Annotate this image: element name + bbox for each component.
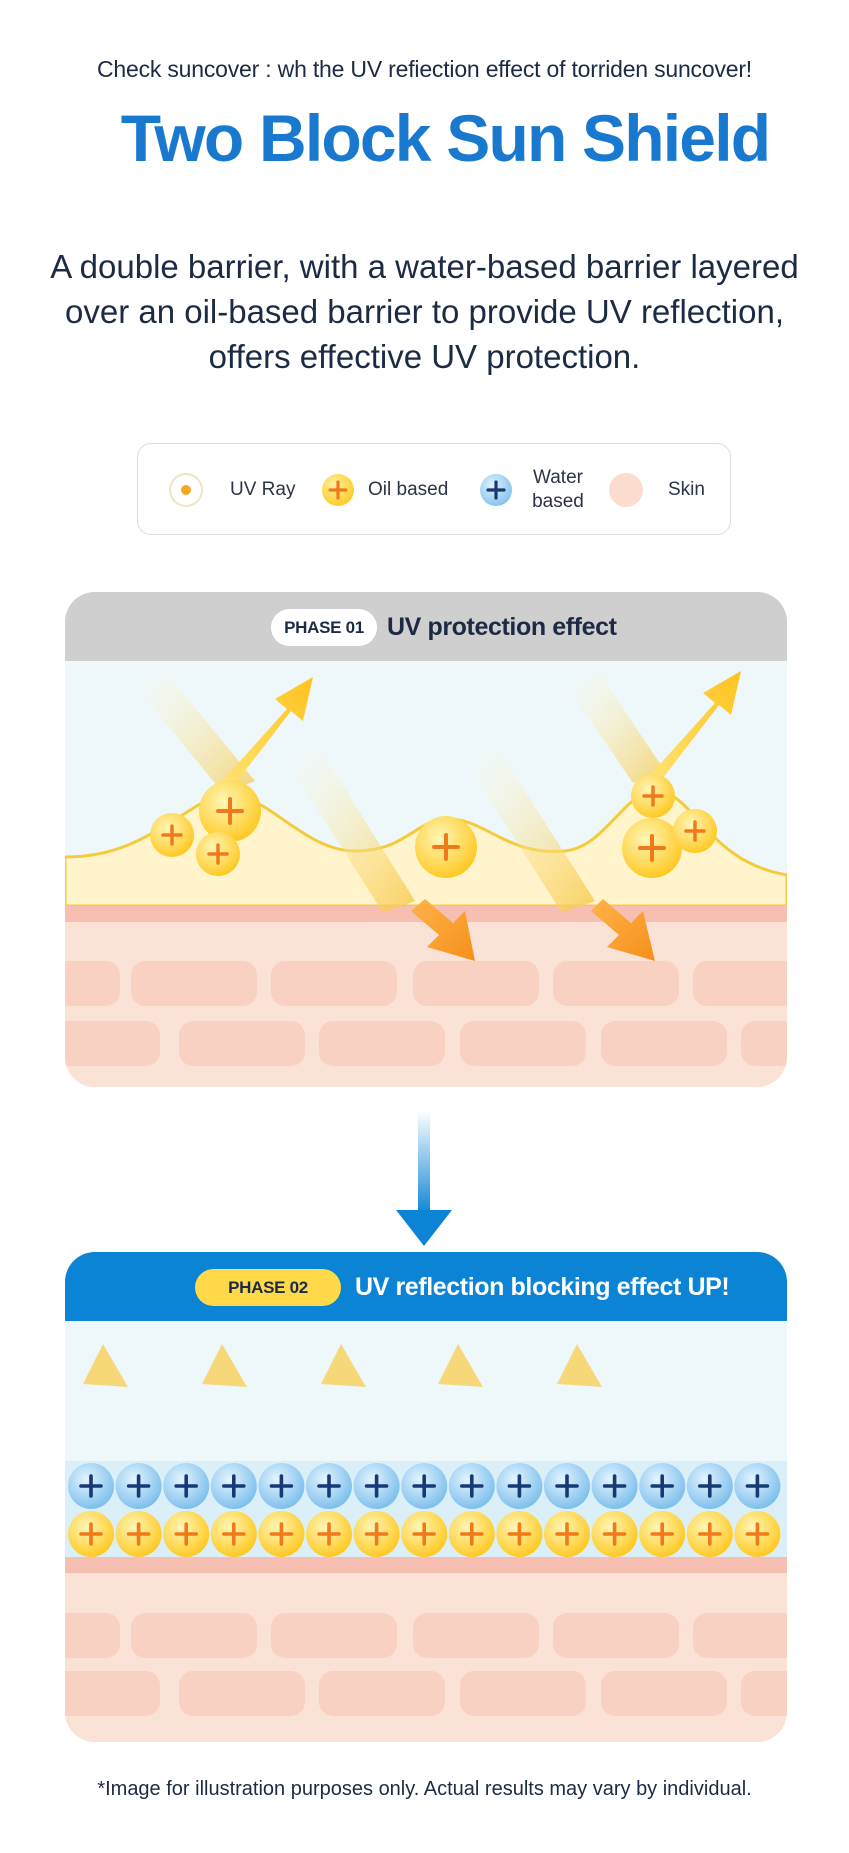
- oil-plus-icon: [353, 1511, 400, 1557]
- oil-plus-icon: [306, 1511, 352, 1557]
- water-plus-icon: [591, 1463, 638, 1509]
- water-particles: [68, 1463, 781, 1509]
- uv-ray-dot-icon: [169, 473, 203, 507]
- water-plus-icon: [306, 1463, 352, 1509]
- oil-plus-icon: [322, 474, 354, 506]
- oil-plus-icon: [115, 1511, 162, 1557]
- legend-item-skin: Skin: [608, 444, 705, 536]
- legend-label: UV Ray: [230, 479, 296, 500]
- skin-cells: [65, 961, 787, 1066]
- oil-particles: [150, 774, 717, 878]
- water-plus-icon: [353, 1463, 400, 1509]
- oil-plus-icon: [163, 1511, 210, 1557]
- legend-label: Water based: [532, 467, 584, 512]
- legend-label: Oil based: [368, 479, 449, 500]
- phase1-title: UV protection effect: [387, 613, 617, 641]
- water-plus-icon: [401, 1463, 448, 1509]
- legend-label: Skin: [668, 479, 705, 500]
- penetration-arrow-icon: [411, 899, 655, 961]
- legend-item-water-based: Water based: [478, 444, 588, 536]
- phase1-illustration: [65, 661, 787, 1087]
- oil-plus-icon: [258, 1511, 305, 1557]
- oil-plus-icon: [591, 1511, 638, 1557]
- skin-dot-icon: [609, 473, 643, 507]
- arrow-down-icon: [396, 1110, 452, 1246]
- phase1-header: PHASE 01 UV protection effect: [65, 592, 787, 661]
- oil-plus-icon: [544, 1511, 590, 1557]
- water-plus-icon: [480, 474, 512, 506]
- legend-item-oil-based: Oil based: [320, 444, 448, 536]
- intro-text: Check suncover : wh the UV refiection ef…: [97, 56, 752, 82]
- sky-area: [65, 1321, 787, 1461]
- water-plus-icon: [496, 1463, 543, 1509]
- skin-top-line: [65, 1557, 787, 1573]
- water-plus-icon: [163, 1463, 210, 1509]
- water-plus-icon: [210, 1463, 257, 1509]
- water-plus-icon: [448, 1463, 495, 1509]
- oil-plus-icon: [686, 1511, 733, 1557]
- phase2-header: PHASE 02 UV reflection blocking effect U…: [65, 1252, 787, 1321]
- phase2-panel: PHASE 02 UV reflection blocking effect U…: [65, 1252, 787, 1742]
- skin-cells: [65, 1613, 787, 1716]
- water-plus-icon: [734, 1463, 781, 1509]
- legend-item-uv-ray: UV Ray: [168, 444, 295, 536]
- water-plus-icon: [68, 1463, 114, 1509]
- phase2-title: UV reflection blocking effect UP!: [355, 1273, 730, 1301]
- oil-plus-icon: [401, 1511, 448, 1557]
- reflection-arrow-icon: [215, 671, 741, 797]
- water-plus-icon: [115, 1463, 162, 1509]
- oil-plus-icon: [448, 1511, 495, 1557]
- water-plus-icon: [258, 1463, 305, 1509]
- oil-plus-icon: [734, 1511, 781, 1557]
- oil-plus-icon: [639, 1511, 686, 1557]
- footnote: *Image for illustration purposes only. A…: [97, 1778, 752, 1800]
- phase2-illustration: [65, 1321, 787, 1742]
- uv-ray-beams: [133, 671, 665, 913]
- uv-ray-triangles: [83, 1344, 602, 1387]
- phase2-badge: PHASE 02: [195, 1269, 341, 1306]
- water-plus-icon: [639, 1463, 686, 1509]
- oil-plus-icon: [68, 1511, 114, 1557]
- phase1-panel: PHASE 01 UV protection effect: [65, 592, 787, 1087]
- phase1-badge: PHASE 01: [271, 609, 377, 646]
- oil-plus-icon: [210, 1511, 257, 1557]
- description-text: A double barrier, with a water-based bar…: [50, 248, 799, 375]
- page-title: Two Block Sun Shield: [120, 101, 771, 175]
- legend: UV Ray Oil based Water based Skin: [137, 443, 731, 535]
- water-plus-icon: [544, 1463, 590, 1509]
- water-plus-icon: [686, 1463, 733, 1509]
- oil-plus-icon: [496, 1511, 543, 1557]
- oil-particles: [68, 1511, 781, 1557]
